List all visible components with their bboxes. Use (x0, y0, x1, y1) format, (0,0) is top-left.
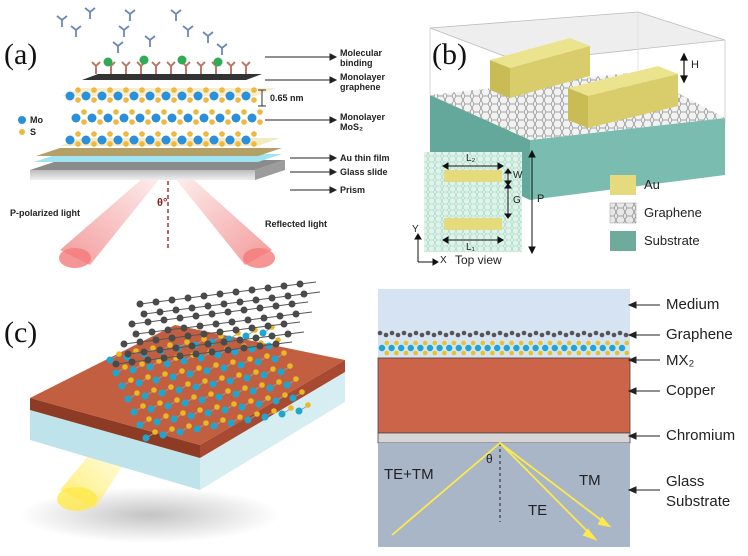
beam-label-te: TE (528, 502, 548, 519)
axis-y: Y (412, 224, 419, 235)
top-view-label: Top view (455, 253, 502, 267)
panel-b-illustration (414, 11, 726, 266)
legend-substrate: Substrate (644, 233, 700, 248)
glass-layer (378, 443, 630, 547)
dim-w: W (513, 170, 523, 181)
label-medium: Medium (666, 296, 720, 313)
panel-a-illustration (18, 7, 338, 268)
chromium-layer (377, 432, 631, 444)
prism-layer (30, 160, 285, 170)
legend-s: S (30, 127, 37, 137)
label-chromium: Chromium (666, 427, 736, 444)
reflected-beam (170, 172, 272, 265)
top-view-au-bottom (444, 218, 502, 230)
axis-x: X (440, 255, 447, 266)
label-au-film: Au thin film (340, 153, 390, 163)
top-view-au-top (444, 170, 502, 182)
panel-d: Medium Graphene MX₂ Copper Chromium Glas… (370, 280, 748, 556)
tm-beam (499, 442, 606, 524)
beam-label-tm: TM (579, 472, 601, 489)
incident-light-label: P-polarized light (10, 208, 81, 218)
label-molecular-binding: Molecular binding (340, 48, 383, 68)
legend-graphene: Graphene (644, 205, 702, 220)
label-glass-slide: Glass slide (340, 167, 388, 177)
medium-layer (378, 289, 630, 333)
au-film (36, 148, 282, 156)
dim-l1: L₁ (466, 242, 475, 253)
incident-beam (60, 172, 165, 265)
panel-c-illustration (20, 280, 345, 543)
label-mx2: MX₂ (666, 352, 695, 369)
legend-mo: Mo (30, 115, 43, 125)
substrate-side-right (530, 118, 725, 200)
panel-b: (b) H L₂ W G P L₁ Y X Top view Au Graphe… (400, 0, 748, 280)
au-bar-back (490, 38, 590, 98)
label-monolayer-mos2: Monolayer MoS₂ (340, 112, 386, 132)
label-prism: Prism (340, 185, 366, 195)
theta-label: θ (486, 452, 493, 466)
panel-a-label: (a) (4, 38, 38, 71)
dim-l2: L₂ (466, 153, 476, 164)
reflected-light-label: Reflected light (265, 219, 328, 229)
copper-layer (377, 357, 631, 434)
label-copper: Copper (666, 382, 716, 399)
panel-d-illustration (377, 289, 660, 547)
label-glass-substrate: Glass Substrate (666, 473, 731, 510)
graphene-layer (82, 74, 262, 80)
au-bar-front (568, 66, 678, 128)
panel-c-label: (c) (4, 316, 38, 349)
dim-g: G (513, 195, 521, 206)
label-graphene: Graphene (666, 326, 733, 343)
beam-label-te-tm: TE+TM (384, 466, 434, 483)
te-beam (499, 442, 593, 537)
glass-block (30, 410, 200, 490)
label-monolayer-graphene: Monolayer graphene (340, 72, 386, 92)
panel-b-label: (b) (432, 38, 467, 71)
angle-label: θ° (157, 197, 168, 209)
incident-beam-d (391, 442, 501, 536)
thickness-label: 0.65 nm (270, 93, 304, 103)
dim-p: P (537, 193, 545, 205)
panel-c: (c) (0, 280, 370, 556)
panel-a: (a) Mo S Molecular binding Monolayer gra… (0, 0, 400, 280)
legend-au: Au (644, 177, 660, 192)
dim-h: H (691, 59, 699, 71)
